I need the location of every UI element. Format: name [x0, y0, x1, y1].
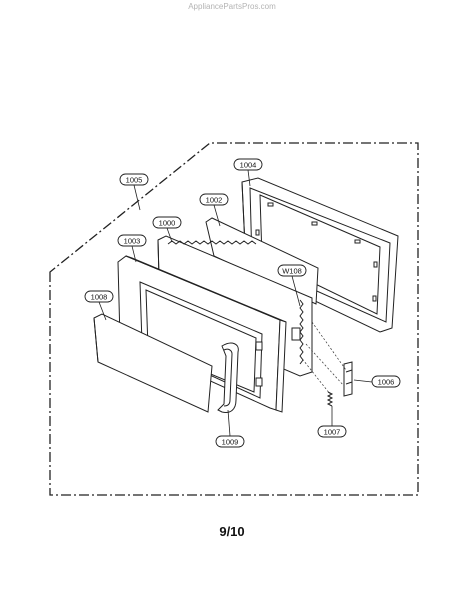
svg-text:W108: W108: [282, 267, 302, 276]
assembly-guide-lines: [299, 321, 347, 395]
callout-w108: W108: [277, 264, 307, 277]
svg-text:1000: 1000: [159, 219, 176, 228]
svg-text:1006: 1006: [378, 378, 395, 387]
part-glass-panel: [93, 313, 213, 413]
part-panel-sheet: [205, 217, 319, 305]
page-number: 9/10: [219, 524, 245, 539]
svg-text:1002: 1002: [206, 196, 223, 205]
assembly-boundary: [49, 142, 419, 496]
svg-text:1007: 1007: [324, 428, 341, 437]
callout-1008: 1008: [84, 290, 114, 303]
callout-1000: 1000: [152, 216, 182, 229]
callout-1002: 1002: [199, 193, 229, 206]
callout-1004: 1004: [233, 158, 263, 171]
part-latch-spring: [326, 391, 334, 407]
callout-1007: 1007: [317, 425, 347, 438]
watermark-text: AppliancePartsPros.com: [188, 2, 276, 11]
svg-text:1003: 1003: [124, 237, 141, 246]
svg-text:1008: 1008: [91, 293, 108, 302]
svg-text:1004: 1004: [240, 161, 257, 170]
callout-1009: 1009: [215, 435, 245, 448]
callouts: 1005 1004 1002 1000 1003 W108: [84, 158, 401, 448]
callout-1003: 1003: [117, 234, 147, 247]
svg-text:1009: 1009: [222, 438, 239, 447]
part-door-handle: [217, 342, 239, 413]
callout-1005: 1005: [119, 173, 149, 186]
callout-leaders: [98, 169, 373, 437]
callout-1006: 1006: [371, 375, 401, 388]
svg-text:1005: 1005: [126, 176, 143, 185]
part-door-latch: [343, 361, 353, 397]
